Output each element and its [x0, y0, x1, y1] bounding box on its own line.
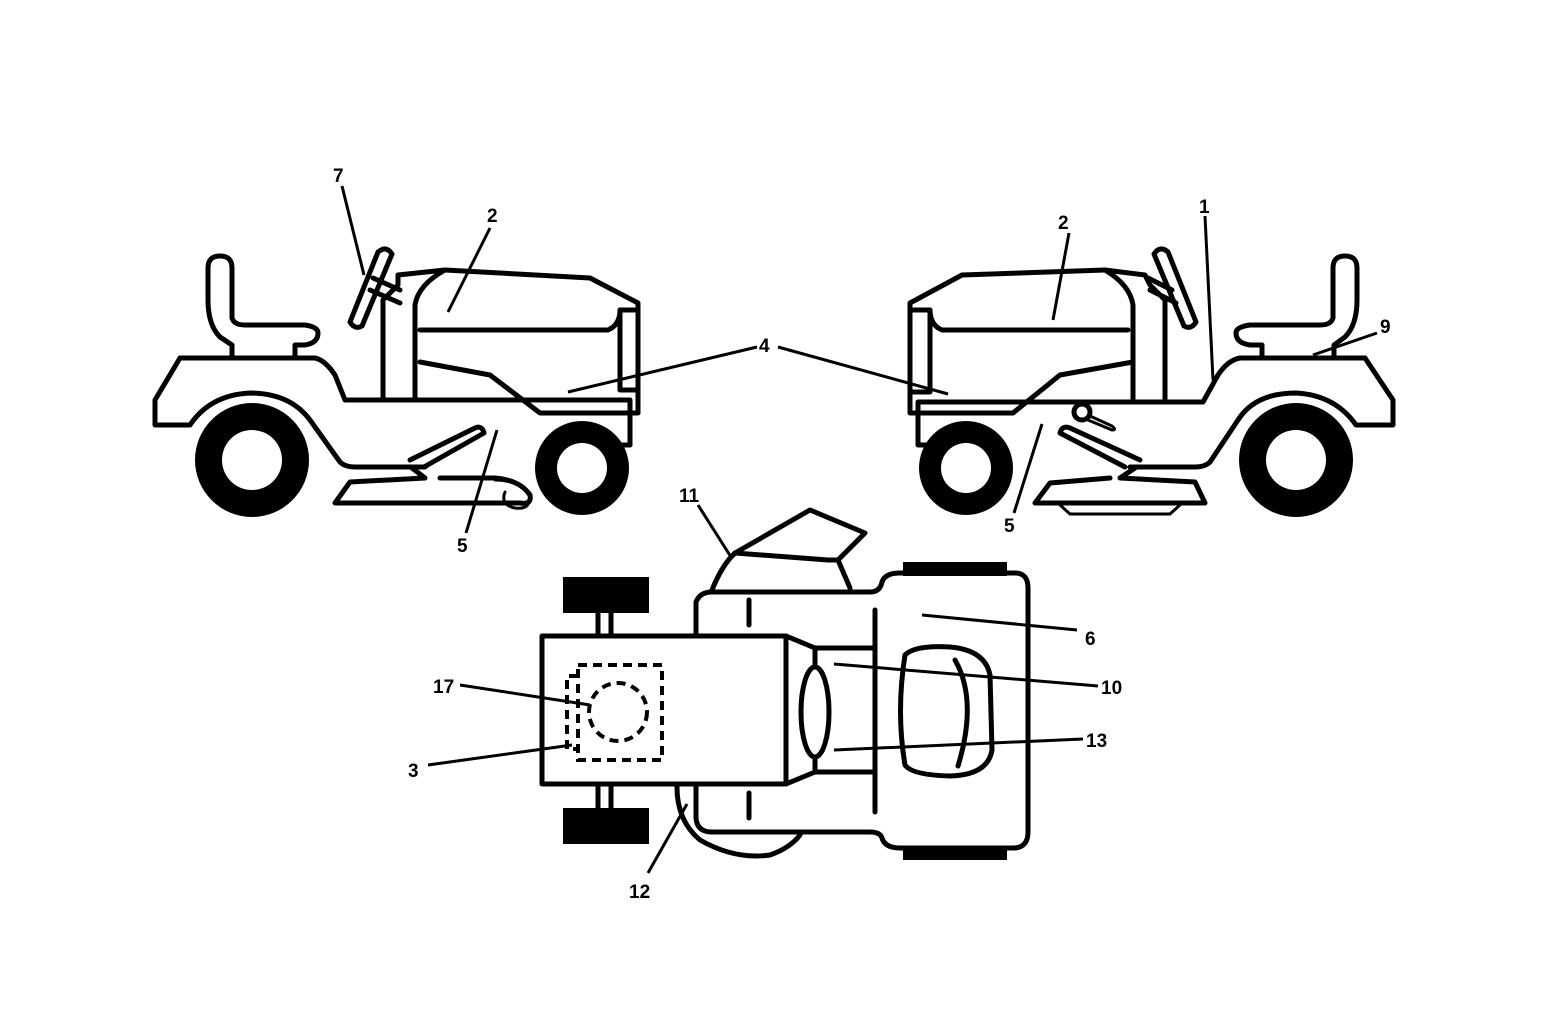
callout-10: 10	[1101, 678, 1122, 699]
callout-1: 1	[1199, 197, 1210, 218]
tractor-left-side-view	[152, 246, 641, 517]
callout-5-left: 5	[457, 536, 468, 557]
callout-13: 13	[1086, 731, 1107, 752]
dash-panel-right-view	[1102, 267, 1136, 403]
callout-11: 11	[679, 486, 700, 507]
callout-6: 6	[1085, 629, 1096, 650]
dash-panel-left-view	[412, 267, 448, 403]
callout-12: 12	[629, 882, 650, 903]
seat-top-view	[898, 644, 995, 779]
rear-fender-left-view	[177, 355, 633, 448]
hood-left-view	[417, 267, 641, 416]
mower-deck-left-view	[332, 465, 533, 506]
steering-wheel-top-view	[798, 664, 832, 760]
deck-chute-right-view	[1058, 503, 1182, 516]
callout-5-right: 5	[1004, 516, 1015, 537]
tractor-top-view	[539, 507, 1031, 860]
front-wheel-top-view-upper	[563, 577, 649, 613]
hood-line-left-view	[417, 307, 638, 333]
hood-right-view	[907, 267, 1136, 416]
callout-2-right: 2	[1058, 213, 1069, 234]
engine-outline-top-view	[587, 681, 649, 743]
steering-wheel-left-view	[347, 246, 395, 330]
rear-fender-lower-left-view	[152, 355, 428, 470]
callout-17: 17	[433, 677, 454, 698]
steering-wheel-right-view	[1151, 246, 1199, 330]
leader-lines	[340, 185, 1378, 874]
grille-right-view	[909, 307, 933, 395]
callout-3: 3	[408, 761, 419, 782]
steering-column-right-view	[1102, 267, 1168, 403]
front-wheel-top-view-lower	[563, 808, 649, 844]
rear-fender-lower-right-view	[1127, 355, 1396, 470]
lever-knob-right-view	[1071, 401, 1093, 423]
steering-column-left-view	[380, 267, 448, 403]
callout-labels: 7 2 2 1 9 4 5 5 11 6 10 17 13 3 12	[333, 166, 1391, 903]
deck-chute-left-view	[493, 478, 532, 510]
mower-deck-top-view	[693, 570, 1031, 851]
pedal-right-view	[1057, 424, 1143, 470]
callout-2-left: 2	[487, 206, 498, 227]
pedal-left-view	[407, 424, 487, 470]
mower-deck-right-view	[1032, 465, 1208, 506]
rear-fender-right-view	[915, 355, 1368, 448]
callout-9: 9	[1380, 317, 1391, 338]
hood-line-right-view	[909, 307, 1131, 333]
rear-wheel-top-view-lower	[903, 848, 1007, 860]
callout-7: 7	[333, 166, 344, 187]
discharge-chute-top-view	[709, 507, 868, 593]
tractor-right-side-view	[907, 246, 1396, 517]
callout-4: 4	[759, 336, 770, 357]
seat-left-view	[205, 253, 321, 361]
grille-left-view	[617, 307, 639, 393]
seat-right-view	[1233, 253, 1360, 361]
